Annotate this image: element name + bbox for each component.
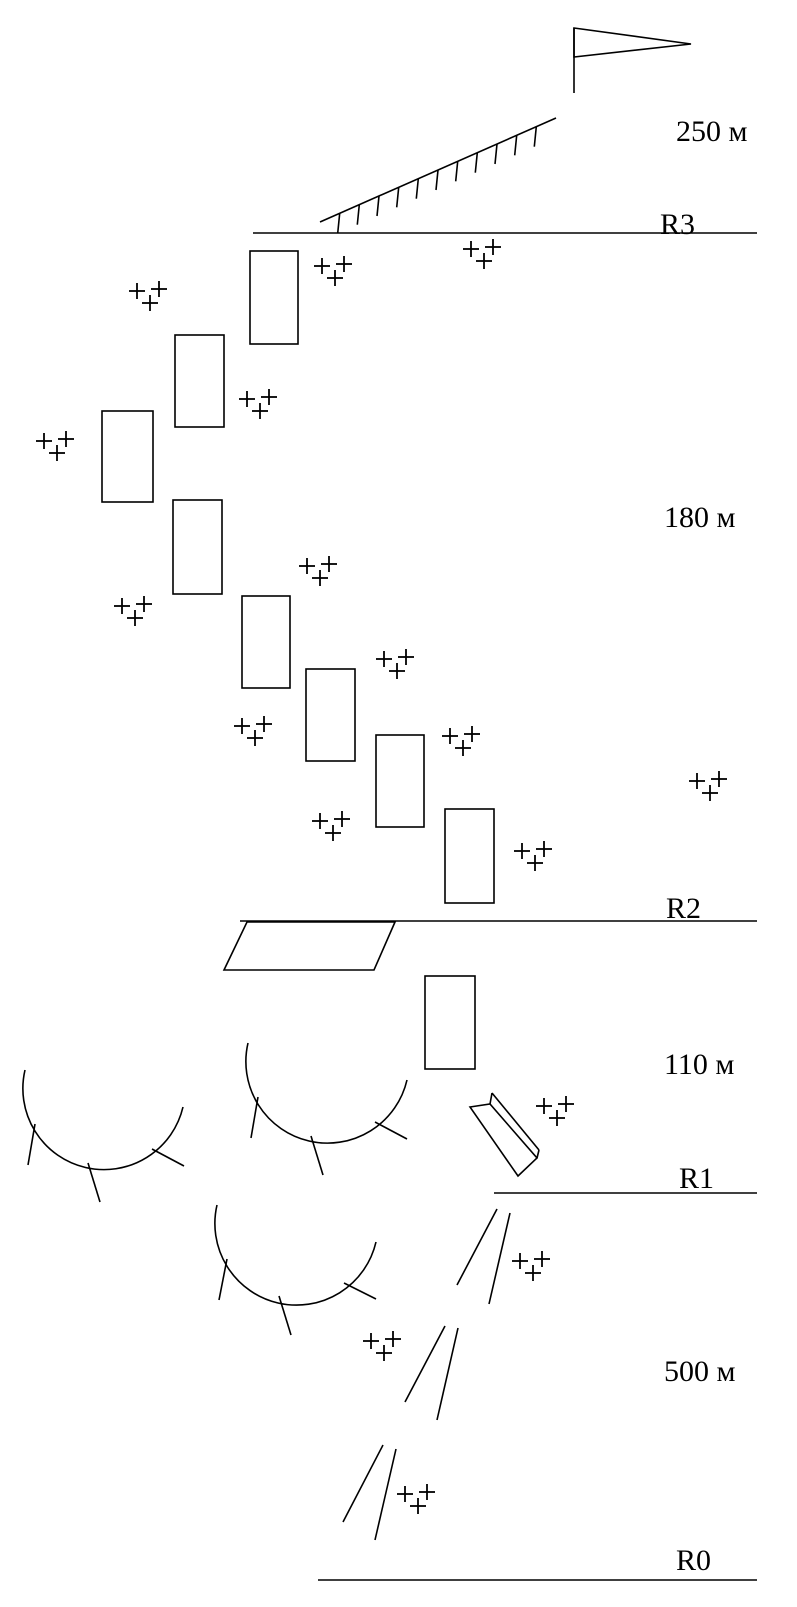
line-r3: R3 [253, 208, 757, 241]
line-label-r0: R0 [676, 1544, 711, 1577]
line-label-r3: R3 [660, 208, 695, 241]
hatched-slope-icon [319, 117, 557, 234]
arc-obstacle-icon [214, 1204, 377, 1336]
parallelogram-pad-icon [222, 921, 397, 971]
rectangle-obstacle-icon [101, 410, 154, 503]
line-r0: R0 [318, 1544, 757, 1581]
distance-label-250: 250 м [676, 115, 748, 148]
slope-hatch-tick [494, 143, 498, 165]
slope-hatch-tick [513, 135, 518, 156]
slope-hatch-tick [356, 204, 361, 225]
line-r2: R2 [240, 892, 757, 925]
rectangle-obstacle-icon [249, 250, 299, 345]
rectangle-obstacle-icon [172, 499, 223, 595]
line-label-r2: R2 [666, 892, 701, 925]
tree-cluster-icon [442, 726, 480, 756]
rectangle-obstacles [101, 250, 495, 1070]
tree-cluster-icon [36, 431, 74, 461]
tree-cluster-icon [114, 596, 152, 626]
tree-cluster-icon [363, 1331, 401, 1361]
tree-cluster-icon [129, 281, 167, 311]
tree-cluster-icon [239, 389, 277, 419]
slope-hatch-tick [454, 161, 459, 182]
slope-hatch-tick [395, 187, 400, 208]
tree-cluster-icon [536, 1096, 574, 1126]
slope-hatch-tick [376, 195, 380, 217]
ramp-icon [468, 1092, 540, 1178]
rectangle-obstacle-icon [305, 668, 356, 762]
slope-hatch-tick [415, 178, 420, 199]
distance-label-110: 110 м [664, 1048, 734, 1081]
tree-cluster-icon [514, 841, 552, 871]
arc-obstacle-icon [22, 1069, 185, 1203]
distance-label-180: 180 м [664, 501, 736, 534]
rectangle-obstacle-icon [375, 734, 425, 828]
line-label-r1: R1 [679, 1162, 714, 1195]
distance-label-500: 500 м [664, 1355, 736, 1388]
rectangle-obstacle-icon [241, 595, 291, 689]
slope-hatch-tick [474, 152, 479, 173]
slope-hatch-tick [533, 126, 538, 147]
tree-clusters [36, 239, 727, 1514]
arc-obstacles [22, 1042, 408, 1336]
tree-cluster-icon [463, 239, 501, 269]
tree-cluster-icon [397, 1484, 435, 1514]
line-r1: R1 [494, 1162, 757, 1195]
rectangle-obstacle-icon [424, 975, 476, 1070]
arc-obstacle-icon [245, 1042, 408, 1176]
rectangle-obstacle-icon [444, 808, 495, 904]
double-line-markers [342, 1208, 511, 1541]
tree-cluster-icon [314, 256, 352, 286]
slope-hatch-tick [435, 169, 439, 191]
tree-cluster-icon [376, 649, 414, 679]
tree-cluster-icon [299, 556, 337, 586]
tree-cluster-icon [689, 771, 727, 801]
tree-cluster-icon [312, 811, 350, 841]
tree-cluster-icon [234, 716, 272, 746]
rectangle-obstacle-icon [174, 334, 225, 428]
flag-icon [573, 27, 692, 93]
tree-cluster-icon [512, 1251, 550, 1281]
slope-hatch-tick [336, 213, 341, 234]
